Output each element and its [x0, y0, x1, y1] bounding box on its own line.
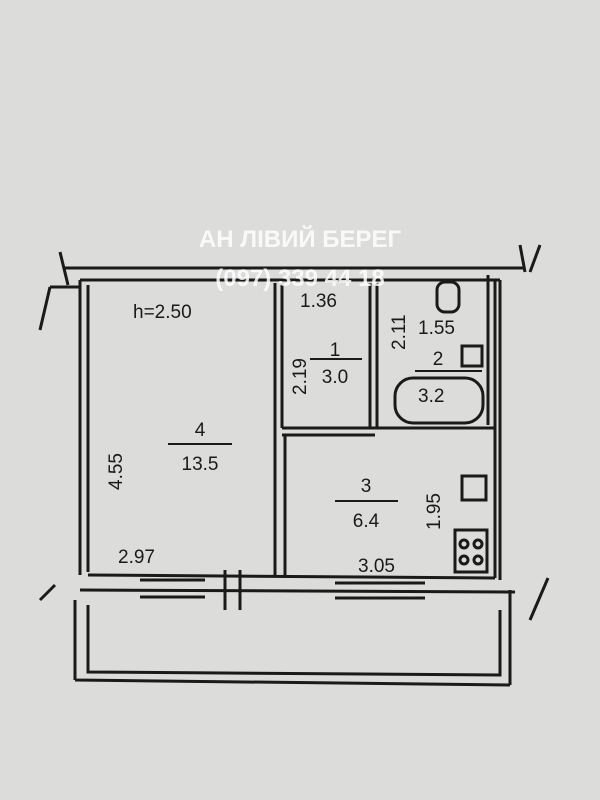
watermark: АН ЛІВИЙ БЕРЕГ (097) 339 44 18 — [199, 225, 402, 292]
room-4-number: 4 — [195, 420, 206, 441]
watermark-agency: АН ЛІВИЙ БЕРЕГ — [199, 225, 402, 253]
room-3-number: 3 — [361, 476, 372, 497]
labels: h=2.50 4 13.5 4.55 2.97 1.36 1 3.0 2.19 … — [106, 291, 482, 577]
room-2-number: 2 — [433, 349, 444, 370]
toilet-icon — [435, 280, 461, 314]
room-3-length: 1.95 — [424, 493, 445, 530]
kitchen-sink-icon — [460, 474, 488, 502]
ceiling-height: h=2.50 — [133, 302, 192, 323]
stove-icon — [453, 528, 489, 574]
room-1-width: 1.36 — [300, 291, 337, 312]
room-2-width: 1.55 — [418, 318, 455, 339]
room-4-width: 2.97 — [118, 547, 155, 568]
room-2-length: 2.11 — [389, 314, 410, 350]
walls — [38, 244, 550, 687]
room-1-length: 2.19 — [290, 358, 311, 395]
fixtures — [393, 280, 489, 574]
room-4-length: 4.55 — [106, 453, 127, 490]
room-3-width: 3.05 — [358, 556, 395, 577]
room-1-number: 1 — [330, 340, 341, 361]
room-2-area: 3.2 — [418, 386, 444, 407]
bathtub-icon — [393, 376, 485, 425]
room-4-area: 13.5 — [182, 454, 219, 475]
sink-icon — [460, 344, 484, 368]
room-3-area: 6.4 — [353, 511, 380, 532]
room-1-area: 3.0 — [322, 367, 348, 388]
watermark-phone: (097) 339 44 18 — [215, 265, 384, 292]
